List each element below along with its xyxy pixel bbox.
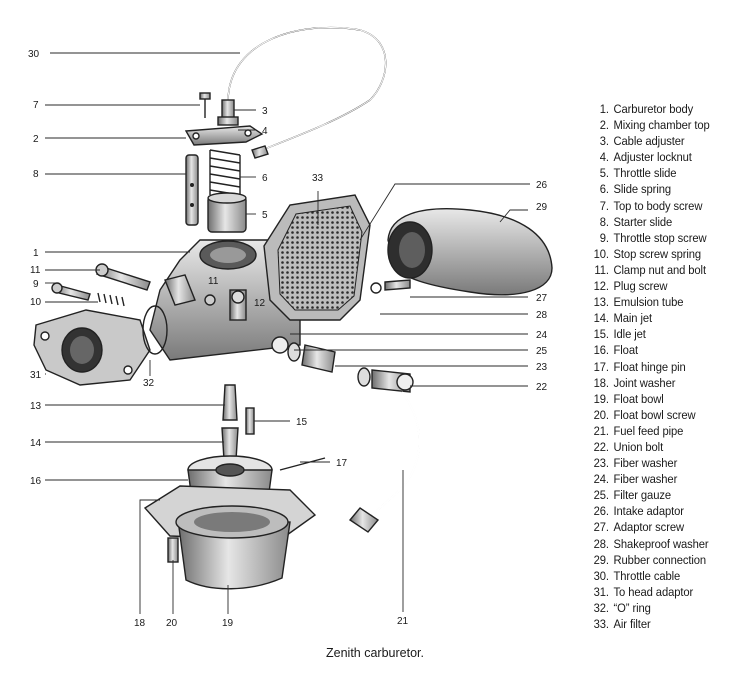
callout-26: 26 bbox=[536, 180, 548, 191]
legend-item: 6.Slide spring bbox=[599, 182, 672, 197]
callout-20: 20 bbox=[166, 618, 178, 629]
callout-12: 12 bbox=[254, 298, 266, 309]
legend-item: 16.Float bbox=[593, 343, 639, 358]
legend-item: 11.Clamp nut and bolt bbox=[594, 262, 706, 277]
callout-11: 11 bbox=[30, 265, 41, 276]
callout-10: 10 bbox=[30, 297, 42, 308]
legend-item: 25.Filter gauze bbox=[593, 488, 672, 503]
fuel-union-and-washers bbox=[287, 342, 414, 393]
legend-item: 7.Top to body screw bbox=[599, 198, 703, 213]
callout-labels: 30 7 3 2 4 8 6 5 33 26 29 1 11 9 10 11 1… bbox=[28, 49, 548, 629]
callout-33: 33 bbox=[312, 173, 324, 184]
o-ring bbox=[142, 305, 168, 355]
callout-18: 18 bbox=[134, 618, 146, 629]
top-to-body-screw bbox=[199, 92, 211, 118]
leader-lines bbox=[45, 52, 530, 614]
callout-27: 27 bbox=[536, 293, 548, 304]
starter-slide bbox=[185, 154, 199, 226]
legend-item: 10.Stop screw spring bbox=[593, 246, 702, 261]
clamp-bolt bbox=[95, 263, 151, 291]
legend-item: 31.To head adaptor bbox=[593, 584, 694, 599]
callout-23: 23 bbox=[536, 362, 548, 373]
legend-item: 27.Adaptor screw bbox=[593, 520, 685, 535]
callout-17: 17 bbox=[336, 458, 348, 469]
cable-adjuster bbox=[217, 99, 239, 126]
legend-item: 29.Rubber connection bbox=[593, 552, 707, 567]
legend-item: 21.Fuel feed pipe bbox=[593, 423, 684, 438]
callout-4: 4 bbox=[262, 126, 268, 137]
legend-item: 9.Throttle stop screw bbox=[599, 230, 707, 245]
callout-24: 24 bbox=[536, 330, 548, 341]
legend-item: 5.Throttle slide bbox=[599, 166, 677, 181]
emulsion-tube-and-jets bbox=[221, 384, 255, 461]
callout-30: 30 bbox=[28, 49, 40, 60]
callout-2: 2 bbox=[33, 134, 39, 145]
float-bowl-and-washer bbox=[143, 485, 317, 590]
legend-item: 4.Adjuster locknut bbox=[599, 150, 692, 165]
callout-14: 14 bbox=[30, 438, 42, 449]
callout-19: 19 bbox=[222, 618, 234, 629]
callout-28: 28 bbox=[536, 310, 548, 321]
intake-adaptor bbox=[387, 208, 553, 296]
legend-item: 32.“O” ring bbox=[593, 600, 651, 615]
callout-16: 16 bbox=[30, 476, 42, 487]
callout-6: 6 bbox=[262, 173, 268, 184]
callout-5: 5 bbox=[262, 210, 268, 221]
callout-25: 25 bbox=[536, 346, 548, 357]
callout-32: 32 bbox=[143, 378, 155, 389]
legend-item: 26.Intake adaptor bbox=[593, 504, 684, 519]
callout-13: 13 bbox=[30, 401, 42, 412]
fuel-feed-pipe bbox=[348, 391, 421, 533]
throttle-slide bbox=[207, 192, 247, 233]
legend-item: 15.Idle jet bbox=[593, 327, 646, 342]
legend-item: 30.Throttle cable bbox=[593, 568, 681, 583]
callout-21: 21 bbox=[397, 616, 409, 627]
legend-item: 24.Fiber washer bbox=[593, 472, 678, 487]
float-bowl-screw bbox=[167, 537, 179, 563]
legend-item: 12.Plug screw bbox=[593, 279, 668, 294]
to-head-adaptor bbox=[33, 309, 151, 386]
mixing-chamber-top bbox=[184, 125, 264, 146]
adaptor-screw bbox=[370, 279, 411, 294]
legend-item: 23.Fiber washer bbox=[593, 456, 678, 471]
slide-spring bbox=[209, 149, 241, 198]
legend-item: 14.Main jet bbox=[593, 311, 653, 326]
legend-item: 2.Mixing chamber top bbox=[599, 118, 710, 133]
callout-11-on-body: 11 bbox=[208, 276, 219, 287]
callout-15: 15 bbox=[296, 417, 308, 428]
callout-9: 9 bbox=[33, 279, 39, 290]
callout-3: 3 bbox=[262, 106, 268, 117]
air-filter bbox=[263, 194, 371, 321]
float bbox=[187, 455, 326, 501]
legend-item: 1.Carburetor body bbox=[599, 102, 694, 116]
callout-7: 7 bbox=[33, 100, 39, 111]
callout-22: 22 bbox=[536, 382, 548, 393]
callout-1: 1 bbox=[33, 248, 39, 259]
legend-item: 8.Starter slide bbox=[599, 214, 673, 229]
carburetor-body bbox=[149, 239, 301, 361]
legend-item: 13.Emulsion tube bbox=[593, 295, 684, 310]
parts-legend: 1.Carburetor body 2.Mixing chamber top 3… bbox=[585, 101, 710, 632]
callout-8: 8 bbox=[33, 169, 39, 180]
throttle-cable bbox=[227, 26, 387, 159]
figure-caption: Zenith carburetor. bbox=[326, 646, 424, 660]
legend-item: 22.Union bolt bbox=[593, 439, 664, 454]
legend-item: 3.Cable adjuster bbox=[599, 134, 685, 149]
callout-31: 31 bbox=[30, 370, 42, 381]
legend-item: 19.Float bowl bbox=[593, 391, 664, 406]
legend-item: 20.Float bowl screw bbox=[593, 407, 696, 422]
legend-item: 28.Shakeproof washer bbox=[593, 536, 709, 551]
legend-item: 17.Float hinge pin bbox=[593, 359, 686, 374]
callout-29: 29 bbox=[536, 202, 548, 213]
throttle-stop-screw-and-spring bbox=[51, 282, 125, 307]
legend-item: 33.Air filter bbox=[593, 617, 651, 631]
legend-item: 18.Joint washer bbox=[593, 375, 676, 390]
